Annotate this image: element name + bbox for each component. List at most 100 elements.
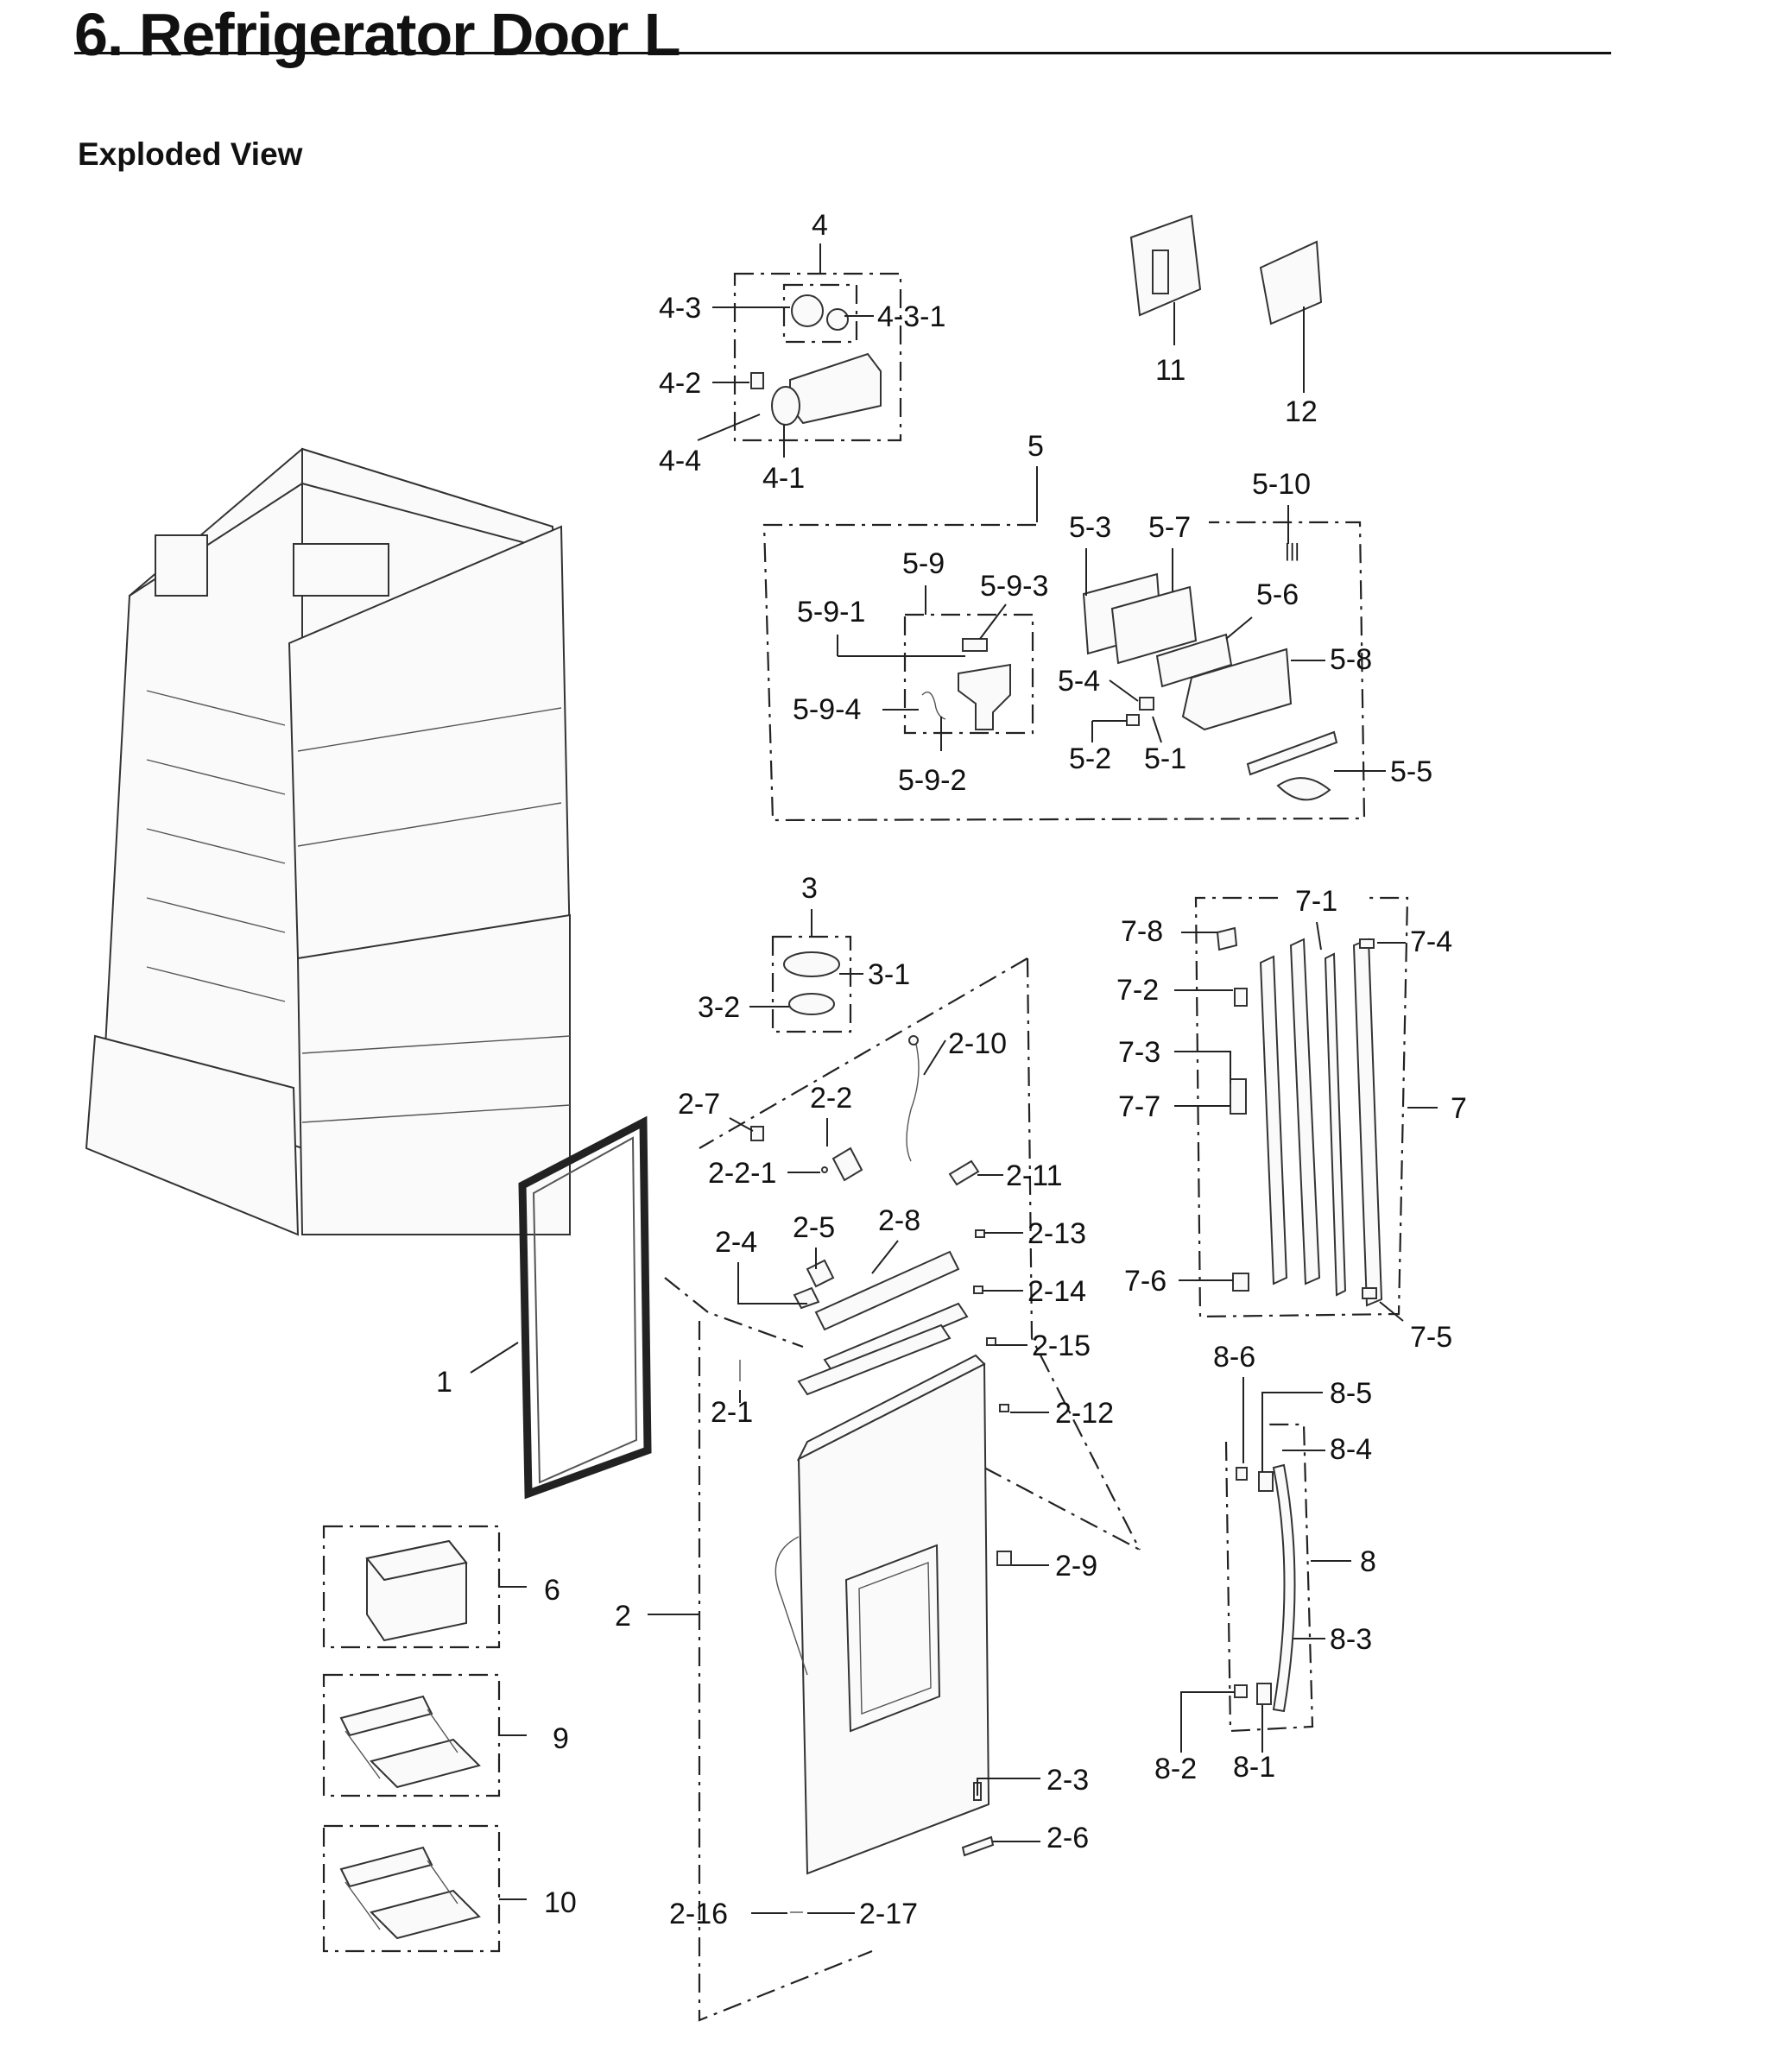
callout-7-6: 7-6 (1124, 1265, 1167, 1298)
callout-4-3: 4-3 (659, 292, 701, 325)
callout-2-8: 2-8 (878, 1204, 920, 1237)
group-box-4 (733, 272, 902, 442)
part-9-door-bin (339, 1695, 481, 1789)
callout-3-1: 3-1 (868, 958, 910, 991)
part-6-door-bin (365, 1539, 468, 1642)
leader-8-5 (1261, 1392, 1323, 1472)
callout-4-3-1: 4-3-1 (877, 300, 945, 333)
callout-5-8: 5-8 (1330, 643, 1372, 676)
part-2-8-dispenser-bracket (797, 1250, 969, 1396)
callout-4-1: 4-1 (762, 462, 805, 495)
part-1-door-gasket (518, 1115, 652, 1500)
leader-5-4 (1109, 679, 1139, 702)
callout-5-3: 5-3 (1069, 511, 1111, 544)
leader-1 (470, 1342, 519, 1374)
leader-8-2 (1180, 1691, 1235, 1753)
leader-7-1 (1316, 921, 1322, 951)
callout-2-2-1: 2-2-1 (708, 1157, 776, 1190)
callout-2-7: 2-7 (678, 1088, 720, 1121)
group-box-5 (762, 521, 1366, 822)
group-2-outline-mid (983, 1467, 1141, 1551)
callout-1: 1 (436, 1366, 452, 1399)
callout-2-9: 2-9 (1055, 1550, 1097, 1582)
group-box-5-9 (903, 613, 1034, 735)
part-3-cap (783, 951, 840, 1015)
callout-2-12: 2-12 (1055, 1397, 1114, 1430)
callout-5-9: 5-9 (902, 547, 945, 580)
callout-5-2: 5-2 (1069, 742, 1111, 775)
callout-10: 10 (544, 1886, 577, 1919)
callout-7-8: 7-8 (1121, 915, 1163, 948)
callout-7-5: 7-5 (1410, 1321, 1452, 1354)
callout-4-2: 4-2 (659, 367, 701, 400)
group-box-3 (771, 935, 852, 1033)
callout-5-6: 5-6 (1256, 578, 1299, 611)
callout-2-10: 2-10 (948, 1027, 1007, 1060)
leader-4-4 (697, 414, 761, 441)
svg-text:|||: ||| (1285, 540, 1299, 561)
part-10-door-bin (339, 1846, 481, 1940)
callout-7-4: 7-4 (1410, 925, 1452, 958)
callout-2: 2 (615, 1600, 631, 1633)
part-11-cover-plate (1129, 214, 1202, 317)
callout-7-7: 7-7 (1118, 1090, 1160, 1123)
group-box-10 (322, 1824, 501, 1953)
callout-2-4: 2-4 (715, 1226, 757, 1259)
part-8-door-handle (1234, 1463, 1296, 1713)
part-2-door-panel (775, 1354, 990, 1875)
callout-7-1: 7-1 (1295, 885, 1337, 918)
leader-2-8 (871, 1240, 899, 1274)
leader-2-7 (729, 1117, 754, 1132)
callout-5-10: 5-10 (1252, 468, 1311, 501)
leader-2-3 (977, 1778, 1040, 1796)
leader-7-5 (1379, 1301, 1404, 1322)
callout-4-4: 4-4 (659, 445, 701, 477)
callout-7-3: 7-3 (1118, 1036, 1160, 1069)
callout-6: 6 (544, 1574, 560, 1607)
callout-2-5: 2-5 (793, 1211, 835, 1244)
leader-2-4 (737, 1262, 807, 1304)
group-2-outline-left (698, 1321, 873, 2022)
leader-7-3 (1174, 1051, 1231, 1083)
group-box-8 (1224, 1423, 1314, 1733)
callout-2-17: 2-17 (859, 1898, 918, 1930)
callout-2-6: 2-6 (1046, 1822, 1089, 1854)
callout-11: 11 (1155, 354, 1186, 387)
callout-7: 7 (1451, 1092, 1467, 1125)
part-5-dispenser-panels: ||| (1082, 540, 1338, 801)
callout-2-1: 2-1 (711, 1396, 753, 1429)
callout-12: 12 (1285, 395, 1318, 428)
callout-8: 8 (1360, 1545, 1376, 1578)
group-2-outline-top (699, 957, 1028, 1149)
callout-3: 3 (801, 872, 818, 905)
part-5-9-dispenser-lever (921, 638, 1011, 730)
part-7-door-rails (1216, 926, 1383, 1307)
callout-8-2: 8-2 (1154, 1753, 1197, 1785)
callout-2-14: 2-14 (1027, 1275, 1086, 1308)
callout-5-4: 5-4 (1058, 665, 1100, 698)
callout-2-2: 2-2 (810, 1082, 852, 1115)
callout-5-9-2: 5-9-2 (898, 764, 966, 797)
callout-7-2: 7-2 (1116, 974, 1159, 1007)
callout-5-9-1: 5-9-1 (797, 596, 865, 629)
callout-2-3: 2-3 (1046, 1764, 1089, 1797)
callout-8-6: 8-6 (1213, 1341, 1255, 1374)
callout-2-15: 2-15 (1032, 1330, 1091, 1362)
leader-5-9-3 (979, 603, 1007, 640)
section-subtitle: Exploded View (78, 136, 303, 172)
group-box-4-3 (782, 283, 858, 344)
callout-5-9-3: 5-9-3 (980, 570, 1048, 603)
callout-8-1: 8-1 (1233, 1751, 1275, 1784)
page-title: 6. Refrigerator Door L (74, 1, 680, 68)
group-2-outline-left-top (664, 1277, 804, 1349)
callout-2-13: 2-13 (1027, 1217, 1086, 1250)
callout-8-5: 8-5 (1330, 1377, 1372, 1410)
leader-2-10 (923, 1039, 946, 1076)
callout-8-3: 8-3 (1330, 1623, 1372, 1656)
refrigerator-cabinet-illustration (85, 447, 572, 1236)
callout-8-4: 8-4 (1330, 1433, 1372, 1466)
callout-9: 9 (553, 1722, 569, 1755)
callout-3-2: 3-2 (698, 991, 740, 1024)
part-12-cover-plate (1259, 240, 1323, 325)
